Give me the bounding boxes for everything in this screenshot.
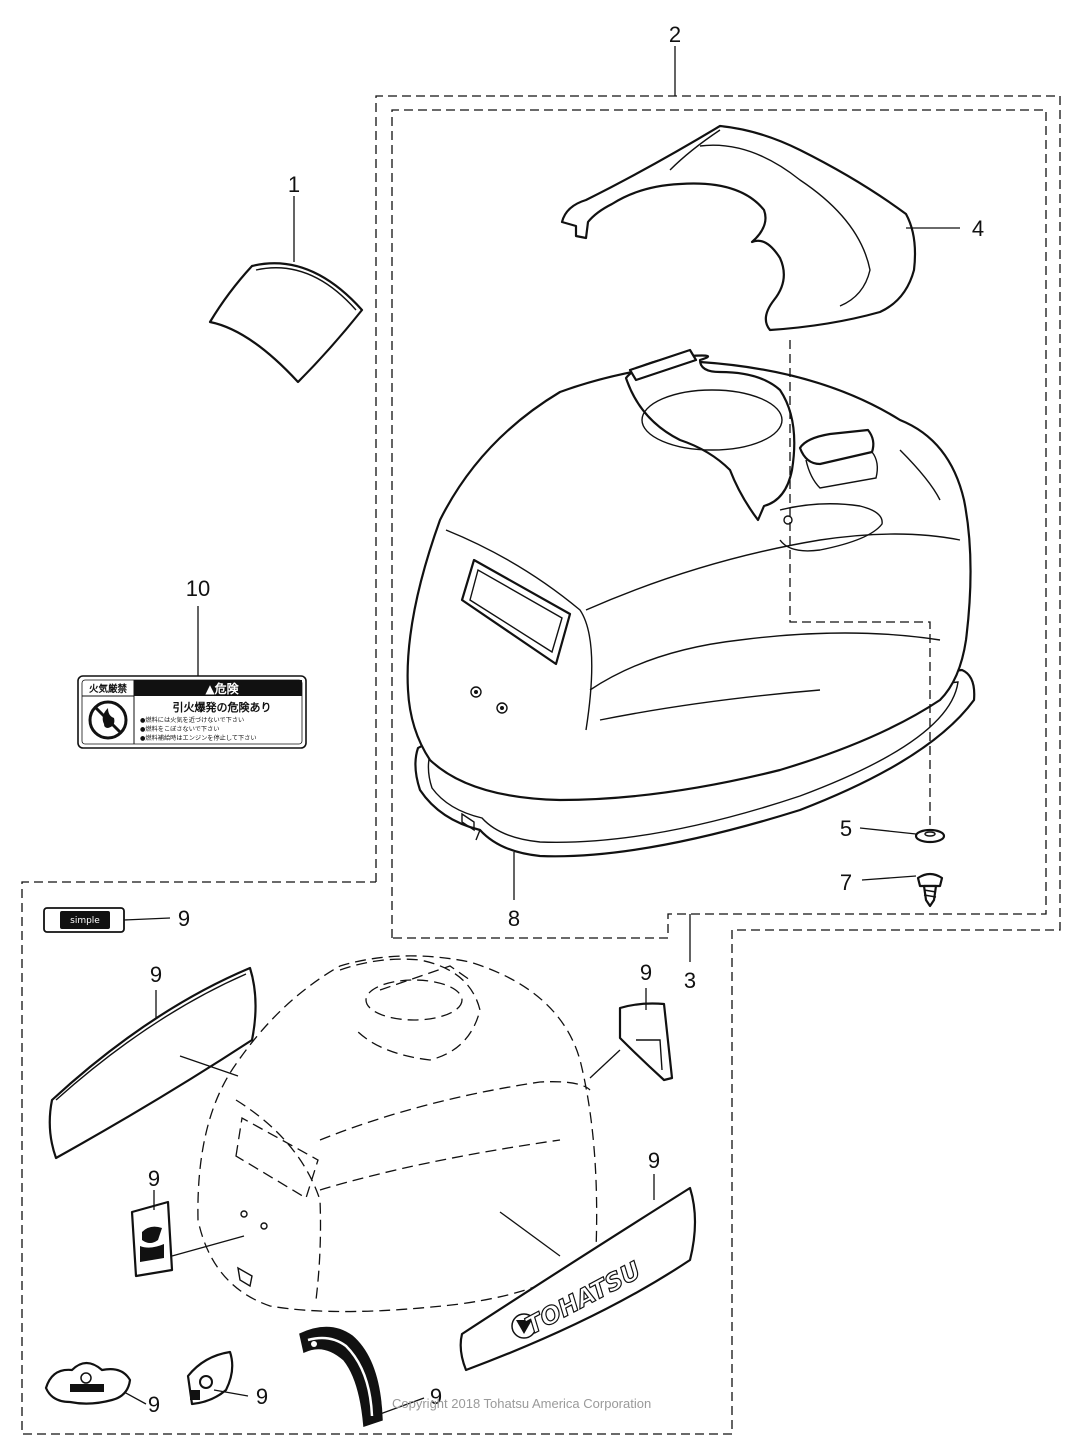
callout-8: 8 xyxy=(508,906,520,931)
group-2-outline xyxy=(21,95,1061,1435)
callout-9-right-small: 9 xyxy=(640,960,652,985)
callout-2: 2 xyxy=(669,22,681,47)
callout-9-tohatsu: 9 xyxy=(648,1148,660,1173)
part-5-washer xyxy=(914,828,946,844)
callout-3: 3 xyxy=(684,968,696,993)
decal-9-bottom-left xyxy=(44,1361,132,1405)
warning-label-line2: ●燃料には火気を近づけないで下さい xyxy=(140,716,244,724)
warning-label-left-header: 火気厳禁 xyxy=(89,683,128,695)
decal-9-right-small xyxy=(618,1002,674,1082)
callout-10: 10 xyxy=(186,576,210,601)
ghost-cowling xyxy=(197,955,598,1313)
callout-4: 4 xyxy=(972,216,984,241)
part-4-upper-cover xyxy=(560,124,917,332)
decal-9-logo-square xyxy=(130,1200,174,1278)
callout-9-bottom-mid: 9 xyxy=(256,1384,268,1409)
callout-1: 1 xyxy=(288,172,300,197)
leader-lines xyxy=(123,46,960,1415)
decal-9-bottom-arc xyxy=(299,1326,383,1428)
copyright-notice: Copyright 2018 Tohatsu America Corporati… xyxy=(392,1396,651,1411)
callout-9-bottom-arc: 9 xyxy=(430,1384,442,1409)
decal-9-left-stripe xyxy=(48,966,257,1160)
decal-small-badge-text: simple xyxy=(70,916,100,926)
callout-9-logo-square: 9 xyxy=(148,1166,160,1191)
callout-7: 7 xyxy=(840,870,852,895)
main-cowling xyxy=(406,348,976,858)
decal-9-bottom-mid xyxy=(186,1350,234,1406)
warning-label-line3: ●燃料をこぼさないで下さい xyxy=(140,725,219,733)
callout-9-badge: 9 xyxy=(178,906,190,931)
part-1-pad xyxy=(208,262,364,384)
warning-label-line1: 引火爆発の危険あり xyxy=(173,700,272,714)
hidden-axis-line xyxy=(789,340,931,826)
warning-label-danger-header: ▲危険 xyxy=(205,681,239,696)
callout-9-bottom-left: 9 xyxy=(148,1392,160,1417)
decal-9-small-badge xyxy=(43,907,125,933)
group-3-outline xyxy=(391,109,1047,939)
part-7-screw xyxy=(916,872,944,908)
callout-9-left-stripe: 9 xyxy=(150,962,162,987)
warning-label-line4: ●燃料補給時はエンジンを停止して下さい xyxy=(140,734,257,742)
callout-5: 5 xyxy=(840,816,852,841)
part-10-warning-label xyxy=(77,675,307,749)
decal-9-tohatsu-stripe xyxy=(459,1186,697,1372)
